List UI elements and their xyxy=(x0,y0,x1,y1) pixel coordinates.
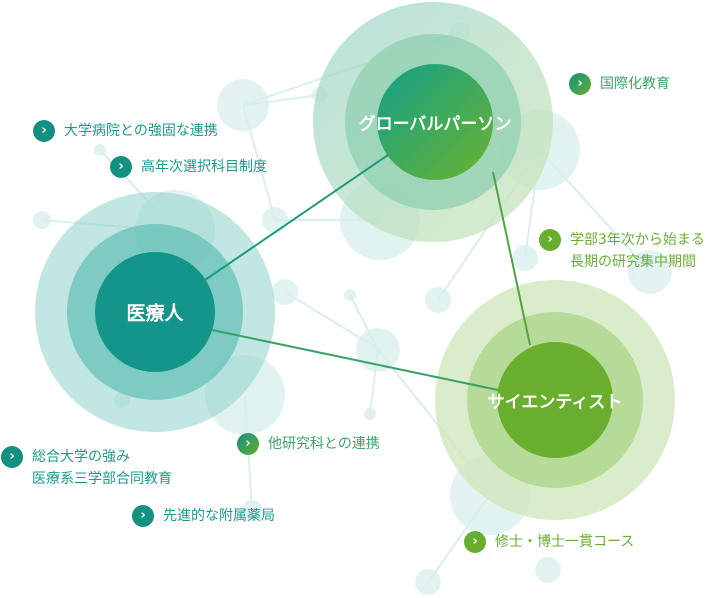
chevron-right-icon: › xyxy=(464,531,486,553)
label-international[interactable]: › 国際化教育 xyxy=(569,73,670,95)
chevron-right-icon: › xyxy=(569,73,591,95)
chevron-right-icon: › xyxy=(1,446,23,468)
chevron-right-icon: › xyxy=(33,120,55,142)
hub-global-person: グローバルパーソン xyxy=(358,114,512,135)
hub-scientist: サイエンティスト xyxy=(487,392,623,413)
label-pharmacy[interactable]: › 先進的な附属薬局 xyxy=(132,505,275,527)
label-electives[interactable]: › 高年次選択科目制度 xyxy=(110,156,267,178)
label-research[interactable]: › 学部3年次から始まる長期の研究集中期間 xyxy=(539,229,705,273)
chevron-right-icon: › xyxy=(539,229,561,251)
hub-connections xyxy=(204,154,531,391)
chevron-right-icon: › xyxy=(110,156,132,178)
chevron-right-icon: › xyxy=(132,505,154,527)
label-other-grad[interactable]: › 他研究科との連携 xyxy=(237,433,380,455)
hub-medical-professional: 医療人 xyxy=(126,302,184,325)
label-hospital[interactable]: › 大学病院との強固な連携 xyxy=(33,120,218,142)
hub-global-circles xyxy=(313,2,553,242)
hub-scientist-circles xyxy=(435,280,675,520)
chevron-right-icon: › xyxy=(237,433,259,455)
label-university[interactable]: › 総合大学の強み医療系三学部合同教育 xyxy=(1,446,172,490)
hub-medical-circles xyxy=(35,192,275,432)
label-masters-phd[interactable]: › 修士・博士一貫コース xyxy=(464,531,634,553)
